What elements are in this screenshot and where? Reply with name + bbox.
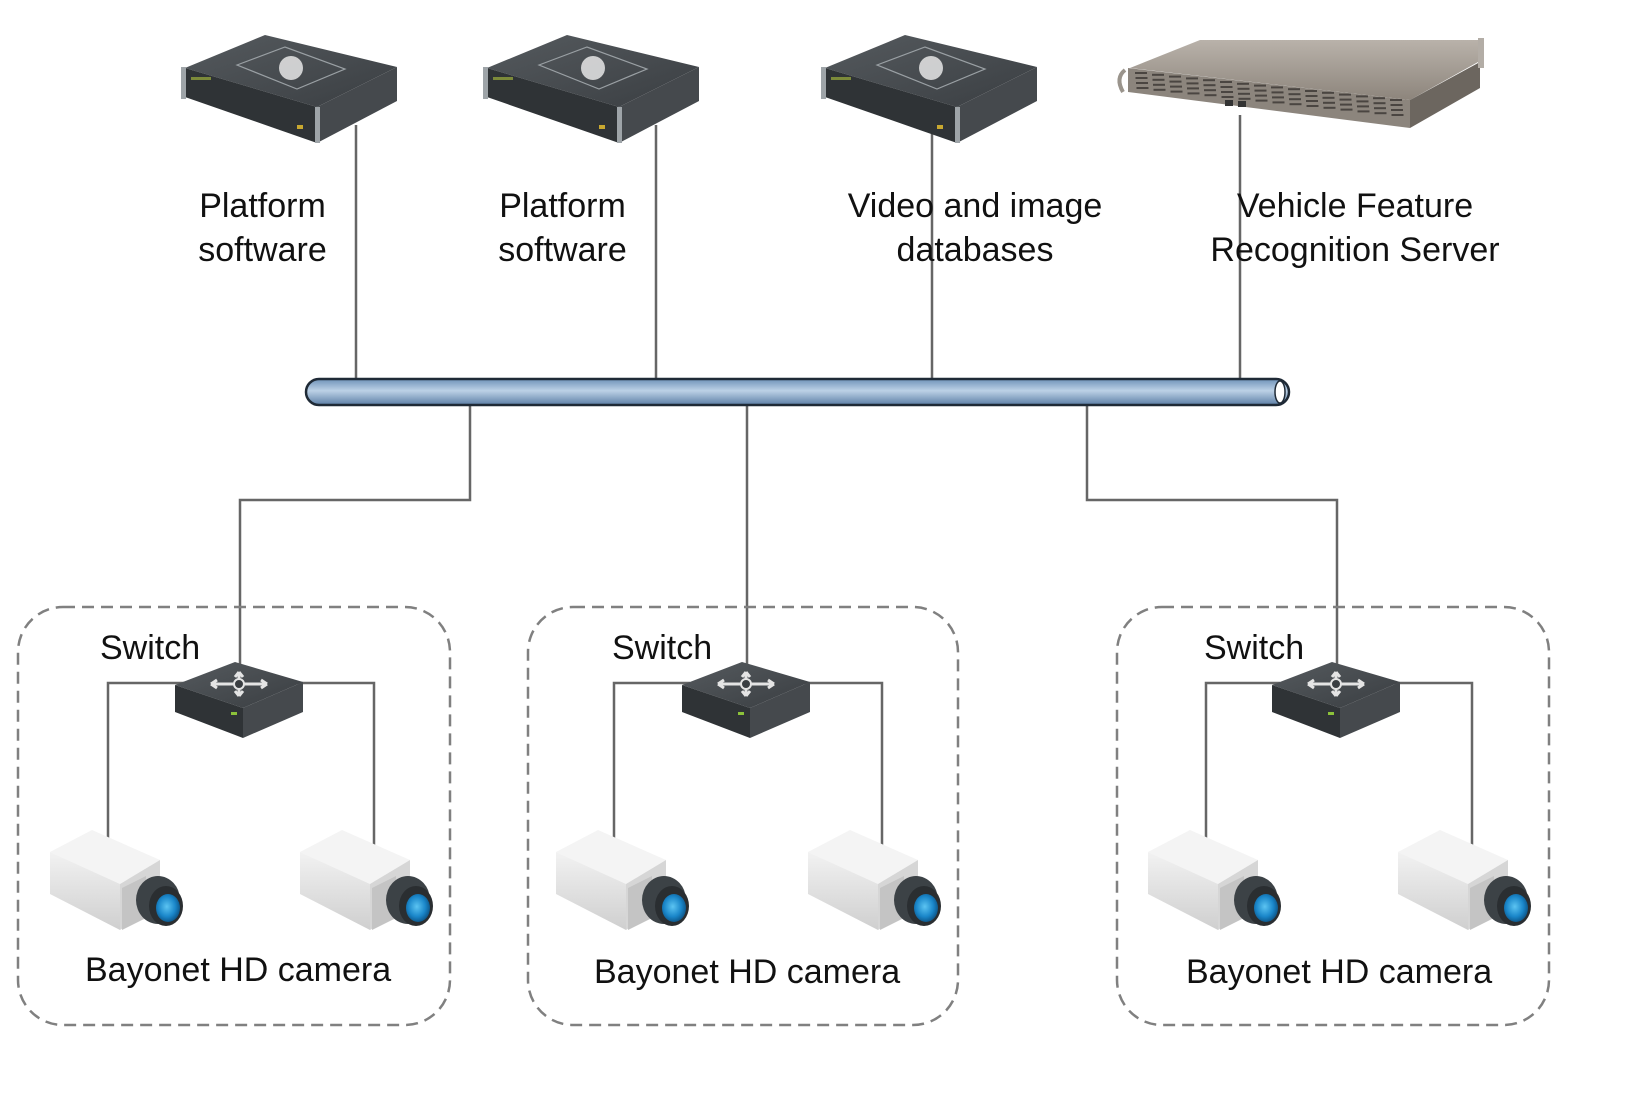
camera-icon <box>808 830 941 930</box>
label-line: Recognition Server <box>1210 231 1500 269</box>
camera-icon <box>1148 830 1281 930</box>
connector-line <box>106 681 185 865</box>
switch-icon <box>175 662 303 738</box>
camera-icon <box>50 830 183 930</box>
web-server-icon <box>821 35 1037 143</box>
camera-label-3: Bayonet HD camera <box>1186 953 1493 991</box>
connector-line <box>295 681 376 865</box>
connector-line <box>1085 405 1339 678</box>
network-bus <box>304 377 1291 407</box>
label-line: Platform <box>499 187 626 225</box>
database-server-icon <box>483 35 699 143</box>
switch-icon <box>1272 662 1400 738</box>
connector-line <box>238 405 472 678</box>
server-label-2: Platform software <box>490 184 635 272</box>
group-boxes <box>16 605 1551 1027</box>
label-line: Platform <box>199 187 326 225</box>
server-label-3: Video and image databases <box>835 184 1115 272</box>
label-line: Vehicle Feature <box>1236 187 1474 225</box>
group-box <box>1115 605 1551 1027</box>
camera-icon <box>556 830 689 930</box>
switch-devices <box>175 662 1400 738</box>
label-line: databases <box>896 231 1054 269</box>
group-box <box>16 605 452 1027</box>
group-box <box>526 605 960 1027</box>
connector-line <box>612 681 690 865</box>
switch-label-1: Switch <box>100 629 201 667</box>
switch-label-2: Switch <box>612 629 713 667</box>
label-line: software <box>198 231 327 269</box>
label-line: software <box>498 231 627 269</box>
connector-line <box>1392 681 1474 865</box>
camera-label-2: Bayonet HD camera <box>594 953 901 991</box>
switch-icon <box>682 662 810 738</box>
connector-line <box>802 681 884 865</box>
camera-label-1: Bayonet HD camera <box>85 951 392 989</box>
camera-icon <box>1398 830 1531 930</box>
camera-icon <box>300 830 433 930</box>
connector-line <box>1204 681 1280 865</box>
switch-label-3: Switch <box>1204 629 1305 667</box>
platform-software-server-icon <box>181 35 397 143</box>
camera-devices <box>50 830 1531 930</box>
label-line: Video and image <box>847 187 1103 225</box>
server-label-1: Platform software <box>190 184 335 272</box>
server-connections <box>106 115 1474 865</box>
server-devices <box>181 35 1037 143</box>
server-label-4: Vehicle Feature Recognition Server <box>1195 184 1515 272</box>
rack-server-icon <box>1117 38 1484 128</box>
